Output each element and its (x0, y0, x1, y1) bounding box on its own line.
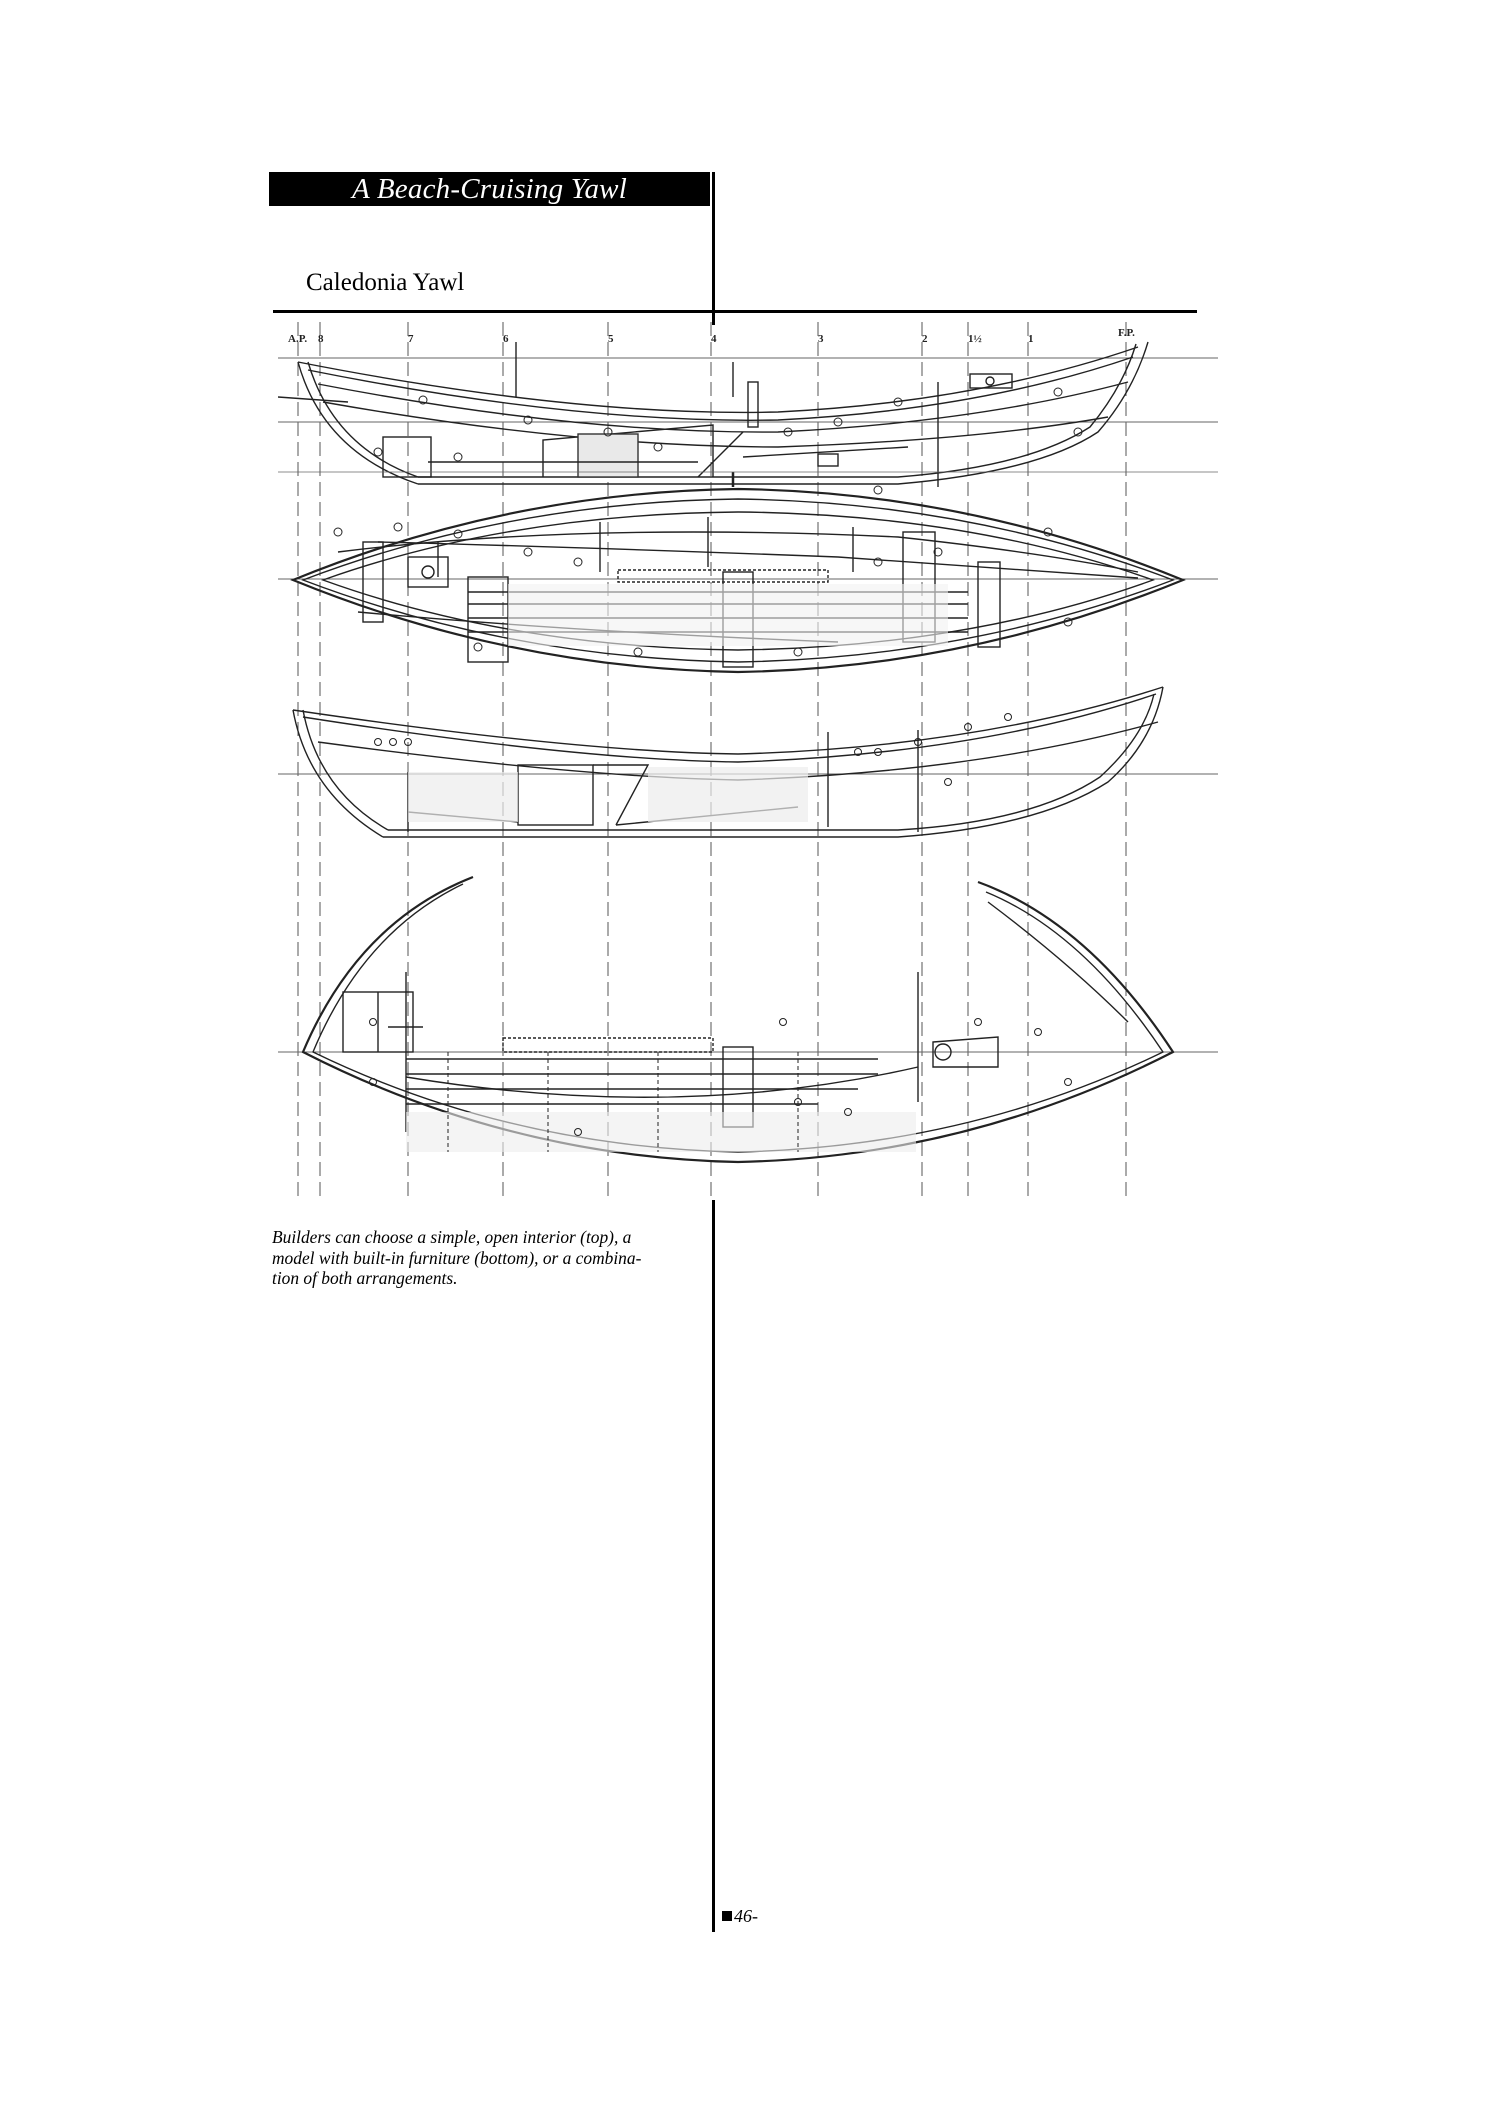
svg-text:7: 7 (408, 333, 414, 345)
caption-line: tion of both arrangements. (272, 1268, 458, 1288)
profile-view-bottom (278, 686, 1218, 838)
svg-text:1½: 1½ (968, 333, 982, 345)
svg-text:A.P.: A.P. (288, 333, 307, 345)
column-divider-bottom (712, 1200, 715, 1932)
plan-view-top (278, 471, 1218, 674)
article-title: Caledonia Yawl (306, 269, 465, 296)
page-number-text: 46- (734, 1906, 758, 1926)
page-number: 46- (722, 1905, 758, 1927)
figure-caption: Builders can choose a simple, open inter… (272, 1227, 712, 1289)
svg-text:2: 2 (922, 333, 928, 345)
svg-text:3: 3 (818, 333, 824, 345)
square-bullet-icon (722, 1911, 732, 1921)
svg-text:4: 4 (711, 333, 717, 345)
section-title-bar: A Beach-Cruising Yawl (269, 172, 710, 206)
profile-view-top (278, 341, 1218, 495)
svg-text:6: 6 (503, 333, 509, 345)
caption-line: Builders can choose a simple, open inter… (272, 1227, 632, 1247)
svg-text:1: 1 (1028, 333, 1034, 345)
column-divider-top (712, 172, 715, 325)
svg-text:F.P.: F.P. (1118, 327, 1135, 339)
caption-line: model with built-in furniture (bottom), … (272, 1247, 642, 1268)
svg-text:8: 8 (318, 333, 324, 345)
boat-plans-figure: A.P. 8 7 6 5 4 3 2 1½ 1 F.P. (278, 322, 1218, 1207)
header-rule (273, 310, 1197, 313)
plan-view-bottom (278, 875, 1218, 1164)
station-labels: A.P. 8 7 6 5 4 3 2 1½ 1 F.P. (288, 327, 1135, 345)
section-title: A Beach-Cruising Yawl (352, 173, 627, 205)
svg-text:5: 5 (608, 333, 614, 345)
